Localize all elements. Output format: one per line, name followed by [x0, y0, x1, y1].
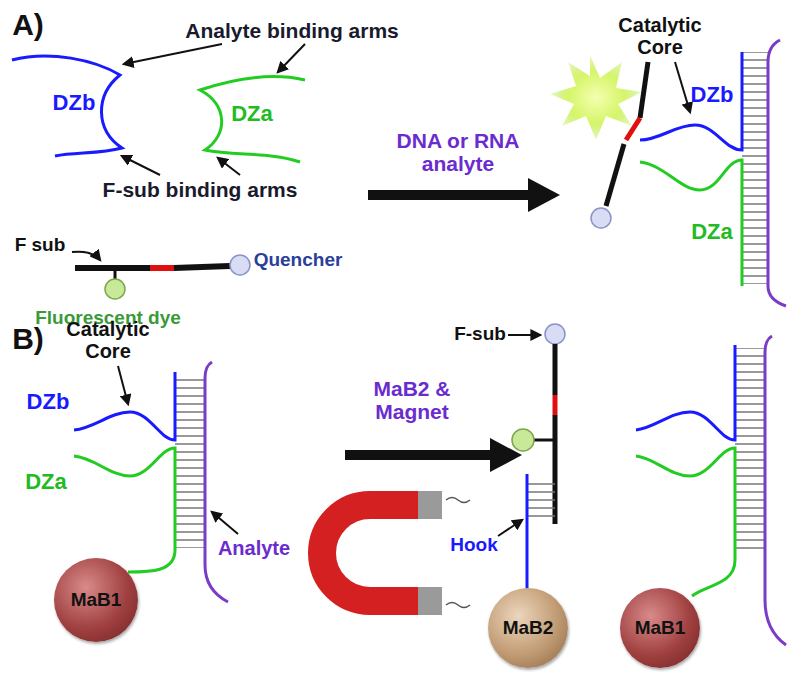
dza-strand [636, 448, 735, 560]
leader-arrow [122, 156, 160, 175]
substrate-strand [553, 344, 558, 395]
magnetic-bead: MaB1 [54, 558, 138, 642]
base-pairs [735, 348, 765, 555]
base-pairs [527, 478, 555, 522]
panel-letter: A) [12, 8, 44, 41]
analyte-strand [205, 362, 228, 602]
strand-label: DZa [691, 220, 733, 244]
leader-arrow [498, 520, 522, 536]
bead-label: MaB1 [635, 617, 686, 639]
dye-linker [534, 439, 553, 442]
substrate-strand [75, 265, 150, 271]
magnetic-bead: MaB2 [488, 588, 568, 668]
substrate-fragment [606, 144, 624, 206]
quencher [230, 255, 250, 275]
bead-linker [692, 560, 735, 596]
component-label: Quencher [254, 250, 343, 271]
leader-arrow [278, 44, 305, 72]
reaction-arrow [345, 450, 492, 460]
base-pairs [175, 375, 205, 548]
reaction-arrowhead [528, 178, 560, 212]
reagent-label: DNA or RNA analyte [393, 129, 523, 175]
strand-label: DZa [25, 470, 67, 494]
bead-label: MaB2 [503, 617, 554, 639]
fluorescence-burst [550, 55, 642, 140]
leader-arrow [72, 252, 100, 260]
magnet-pole [418, 491, 442, 519]
quencher [591, 208, 611, 228]
cleavage-site [150, 265, 174, 271]
analyte-strand [765, 336, 786, 645]
bead-label: MaB1 [71, 589, 122, 611]
analyte-strand [768, 40, 786, 306]
strand-label: DZa [231, 102, 273, 126]
base-pairs [742, 52, 768, 284]
dza-strand [200, 77, 305, 162]
leader-arrow [124, 44, 222, 64]
dzb-strand [640, 52, 742, 150]
reaction-arrow [368, 190, 530, 200]
substrate-fragment [640, 62, 648, 118]
leader-arrow [675, 62, 690, 112]
quencher [545, 324, 565, 344]
strand-label: Analyte [218, 537, 290, 559]
hook-strand [526, 474, 529, 590]
magnet-pole [418, 587, 442, 615]
strand-label: DZb [53, 91, 96, 115]
annotation-label: Catalytic Core [58, 318, 158, 362]
reagent-label: MaB2 & Magnet [367, 377, 457, 423]
panel-letter: B) [12, 322, 44, 355]
fluorescent-dye [512, 429, 534, 451]
strand-label: DZb [691, 83, 734, 107]
magnetic-bead: MaB1 [620, 588, 700, 668]
dzb-strand [74, 372, 175, 440]
annotation-label: Analyte binding arms [185, 19, 399, 42]
substrate-strand [174, 266, 230, 268]
cleavage-site [626, 118, 640, 140]
dzb-strand [636, 345, 735, 440]
leader-arrow [508, 334, 540, 336]
strand-label: DZb [27, 390, 70, 414]
dza-strand [640, 160, 742, 286]
annotation-label: Catalytic Core [610, 14, 710, 58]
component-label: Hook [450, 535, 498, 556]
component-label: F-sub [454, 324, 506, 345]
bead-linker [128, 550, 175, 572]
leader-arrow [218, 158, 240, 175]
fluorescent-dye [105, 279, 125, 299]
dzb-strand [12, 56, 122, 156]
magnet [322, 505, 420, 601]
component-label: F sub [15, 235, 66, 256]
cleavage-site [553, 395, 558, 415]
leader-arrow [118, 366, 128, 404]
leader-arrow [212, 512, 238, 534]
dza-strand [74, 448, 175, 550]
annotation-label: F-sub binding arms [103, 178, 298, 201]
